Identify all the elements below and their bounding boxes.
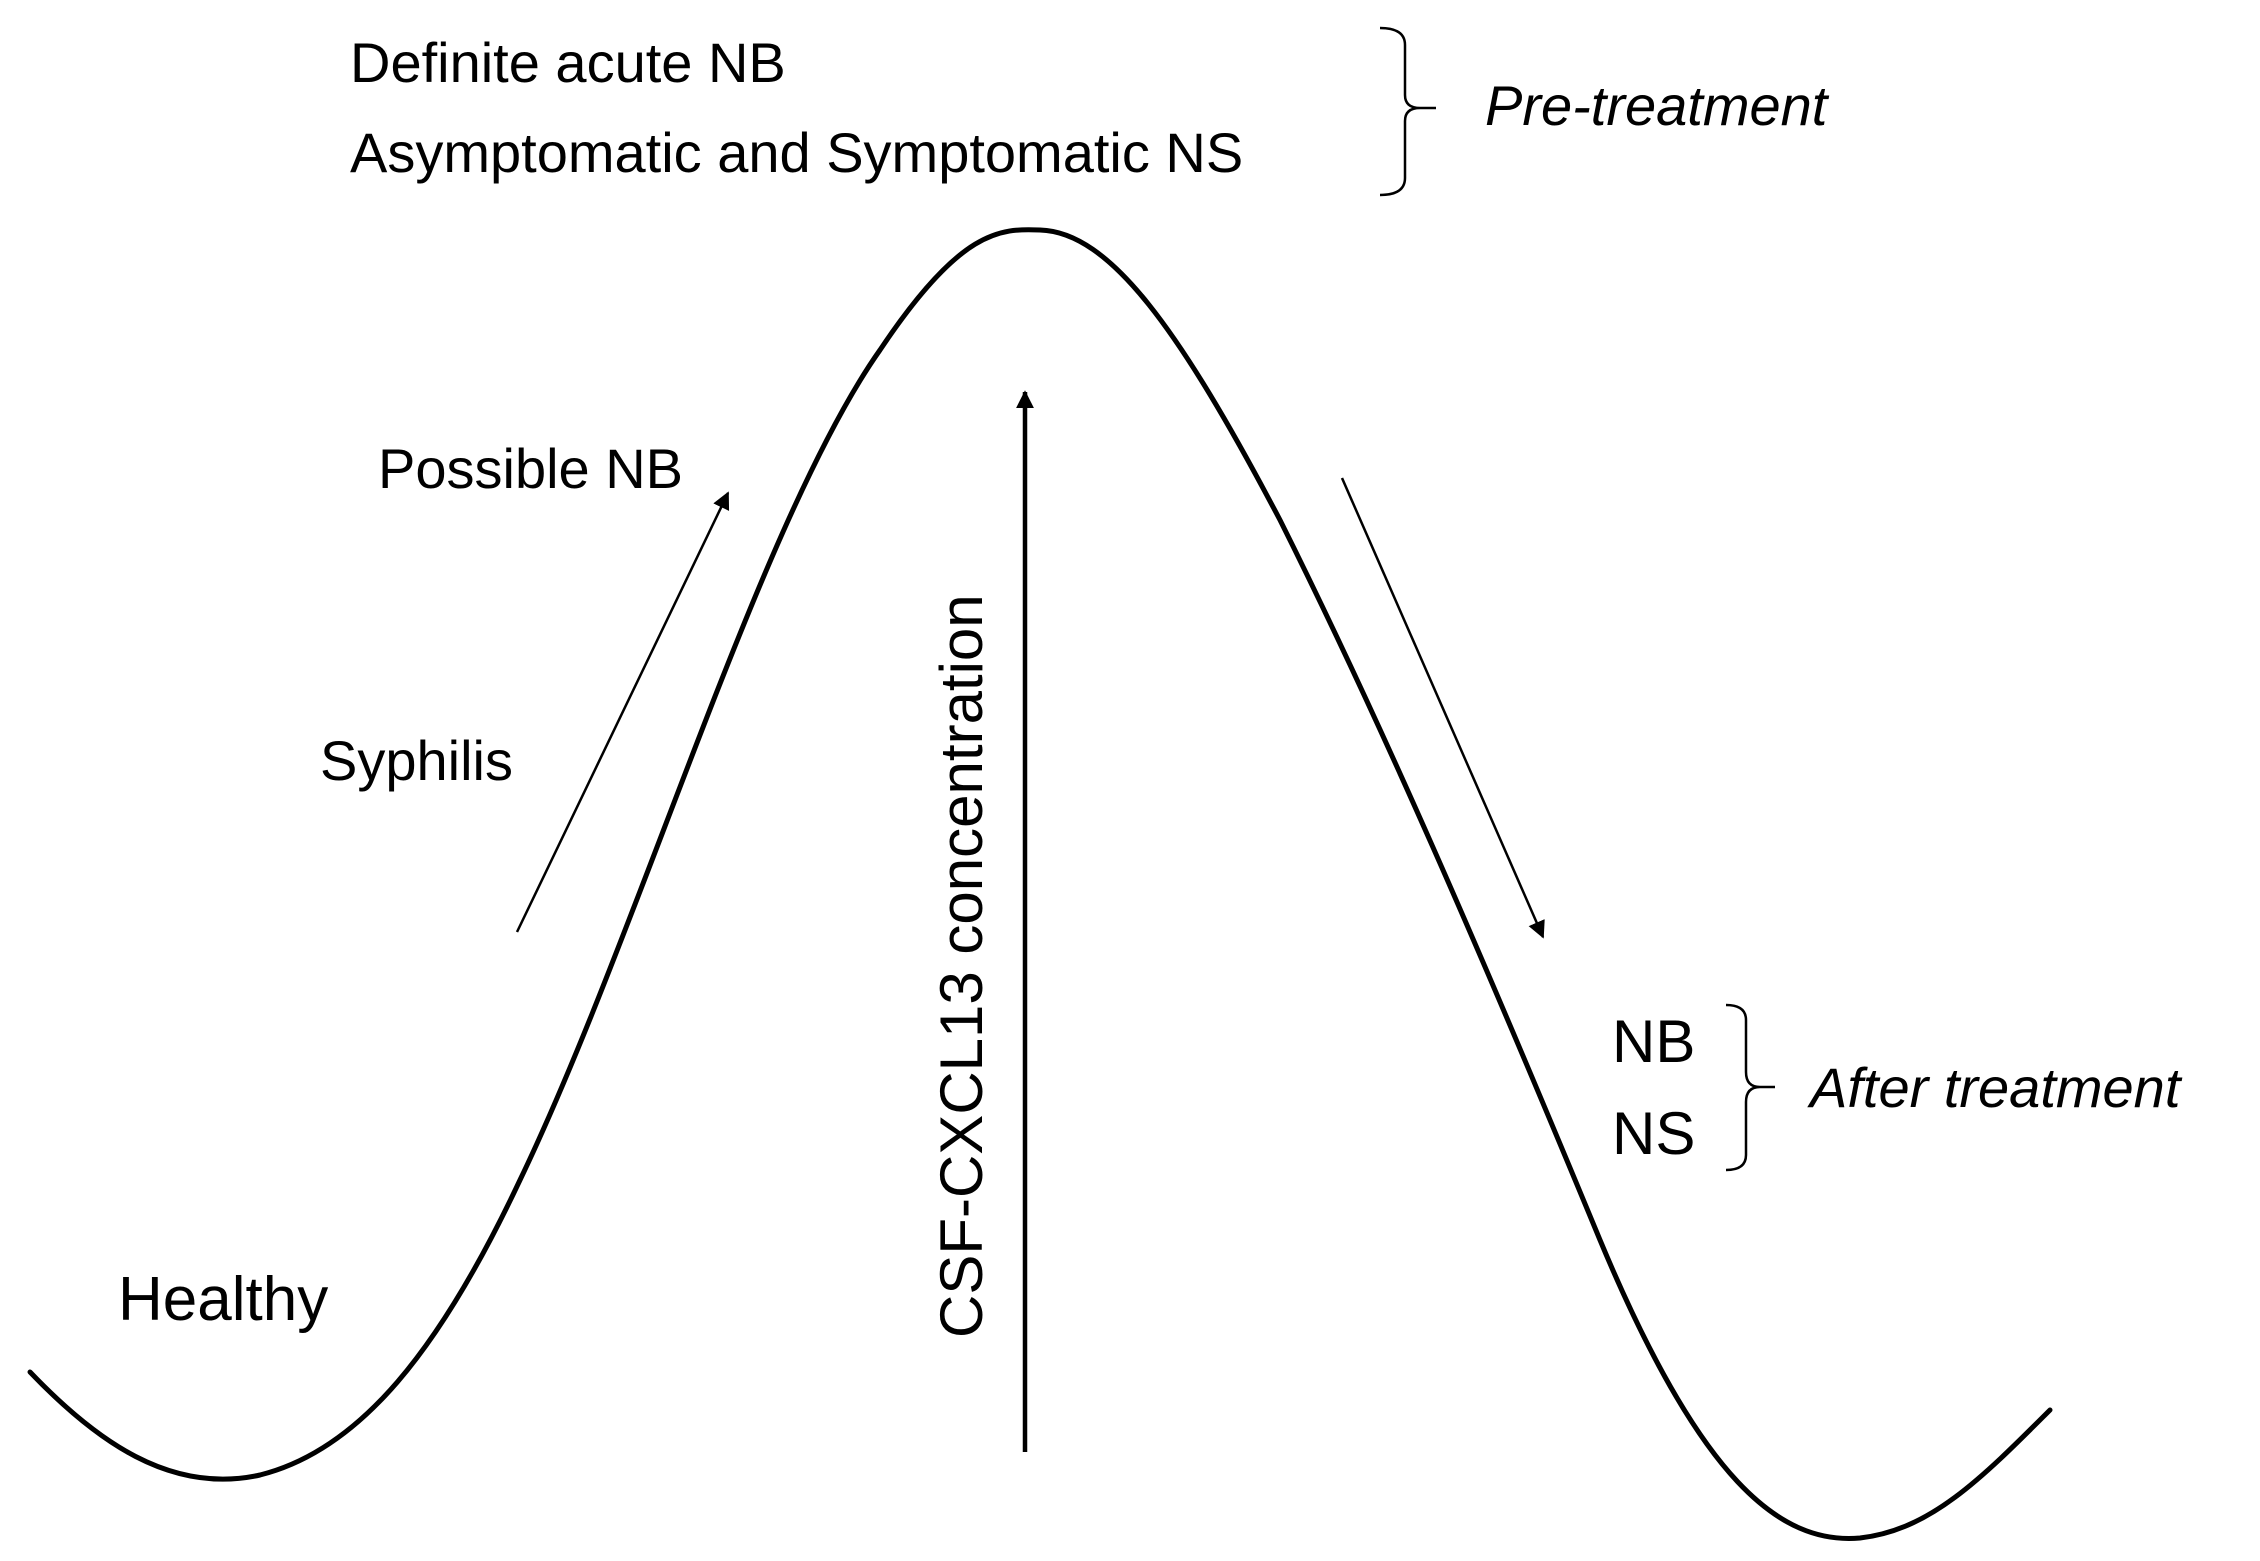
after-treatment-bracket xyxy=(1725,1003,1761,1172)
syphilis-label: Syphilis xyxy=(320,729,513,792)
possible-nb-label: Possible NB xyxy=(378,437,683,500)
concentration-curve xyxy=(27,227,2053,1541)
pre-treatment-bracket xyxy=(1379,26,1421,197)
pre-treatment-label: Pre-treatment xyxy=(1485,74,1830,137)
after-treatment-ns-label: NS xyxy=(1612,1100,1695,1167)
definite-acute-nb-label: Definite acute NB xyxy=(350,31,786,94)
csf-cxcl13-concentration-label: CSF-CXCL13 concentration xyxy=(928,594,995,1338)
rising-arrow xyxy=(515,491,730,933)
after-treatment-label: After treatment xyxy=(1807,1056,2183,1119)
after-treatment-nb-label: NB xyxy=(1612,1008,1695,1075)
asymptomatic-symptomatic-ns-label: Asymptomatic and Symptomatic NS xyxy=(350,121,1243,184)
falling-arrow xyxy=(1340,477,1545,939)
healthy-label: Healthy xyxy=(118,1265,328,1334)
